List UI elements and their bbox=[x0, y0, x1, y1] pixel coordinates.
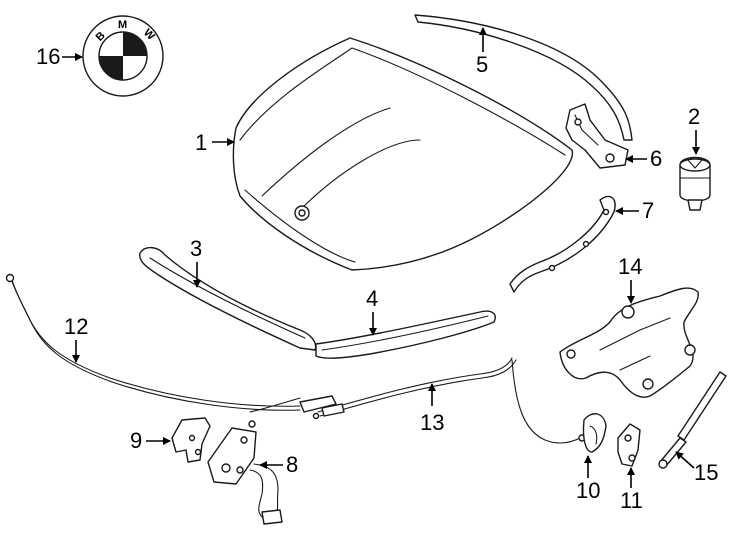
callout-15: 15 bbox=[675, 451, 718, 485]
callout-12: 12 bbox=[64, 314, 88, 363]
hood-hinge bbox=[565, 103, 629, 169]
hood-gas-strut bbox=[658, 371, 727, 469]
callout-14: 14 bbox=[618, 254, 642, 304]
callout-label-8: 8 bbox=[286, 452, 298, 477]
hood-panel bbox=[232, 37, 573, 271]
callout-label-2: 2 bbox=[688, 104, 700, 129]
release-cable-secondary bbox=[248, 357, 586, 444]
callout-label-4: 4 bbox=[366, 286, 378, 311]
callout-label-6: 6 bbox=[650, 146, 662, 171]
callout-label-5: 5 bbox=[476, 52, 488, 77]
hood-latch-lock bbox=[207, 427, 283, 525]
callout-16: 16 bbox=[36, 44, 83, 69]
callout-3: 3 bbox=[190, 236, 202, 288]
hood-seal-upper bbox=[414, 14, 633, 141]
callout-9: 9 bbox=[130, 428, 171, 453]
hood-seal-front-right bbox=[315, 310, 496, 359]
hood-seal-front-left bbox=[139, 246, 317, 351]
callout-13: 13 bbox=[420, 383, 444, 435]
hood-side-bracket bbox=[509, 195, 616, 293]
callout-6: 6 bbox=[625, 146, 662, 171]
bmw-emblem: B M W bbox=[82, 15, 164, 97]
callout-label-9: 9 bbox=[130, 428, 142, 453]
release-cable-primary bbox=[5, 273, 337, 413]
callout-label-10: 10 bbox=[576, 478, 600, 503]
callout-label-3: 3 bbox=[190, 236, 202, 261]
callout-7: 7 bbox=[615, 198, 654, 223]
callout-label-1: 1 bbox=[195, 130, 207, 155]
latch-bracket bbox=[171, 417, 211, 463]
callout-2: 2 bbox=[688, 104, 700, 155]
hood-bumper-stop bbox=[679, 156, 711, 211]
callout-4: 4 bbox=[366, 286, 378, 336]
callout-label-7: 7 bbox=[642, 198, 654, 223]
callout-label-11: 11 bbox=[620, 488, 643, 513]
emblem-letter-m: M bbox=[118, 19, 127, 31]
hood-latch-assembly bbox=[559, 287, 699, 398]
release-handle bbox=[582, 413, 607, 453]
callout-10: 10 bbox=[576, 455, 600, 503]
callout-8: 8 bbox=[259, 452, 298, 477]
callout-label-16: 16 bbox=[36, 44, 60, 69]
callout-11: 11 bbox=[620, 467, 643, 513]
callout-5: 5 bbox=[476, 27, 488, 77]
callout-label-13: 13 bbox=[420, 410, 444, 435]
callout-label-12: 12 bbox=[64, 314, 88, 339]
callout-1: 1 bbox=[195, 130, 235, 155]
release-lever bbox=[617, 423, 641, 467]
callout-label-14: 14 bbox=[618, 254, 642, 279]
callout-label-15: 15 bbox=[694, 460, 718, 485]
